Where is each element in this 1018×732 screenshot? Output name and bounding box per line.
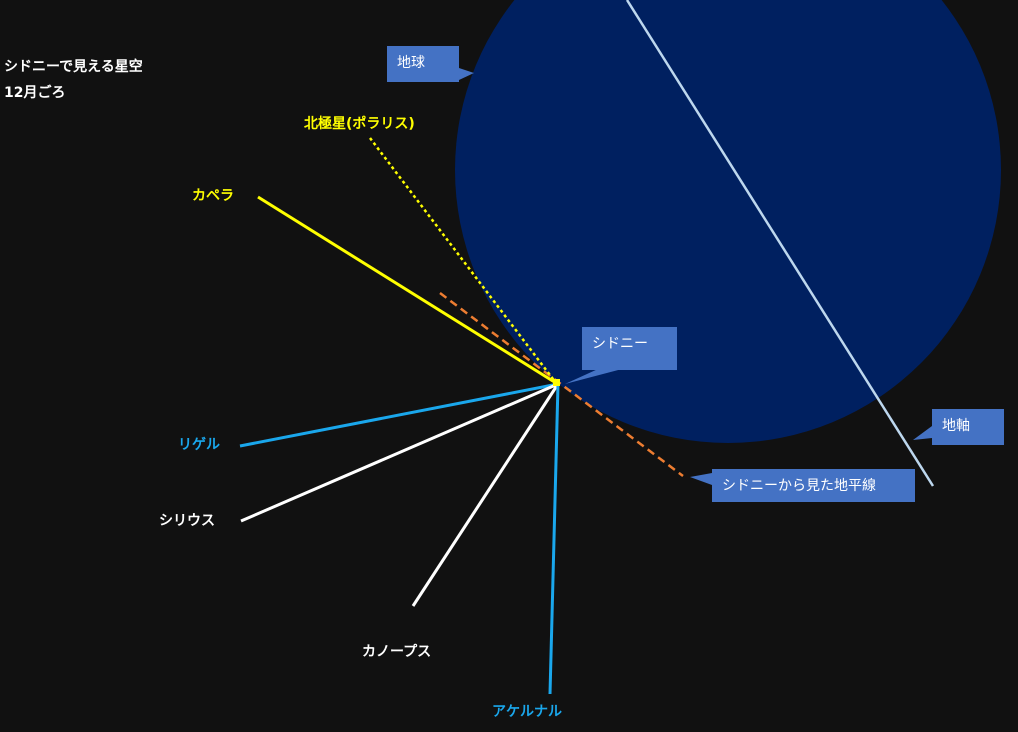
title-line-2: 12月ごろ	[4, 85, 66, 101]
earth-axis-line	[625, 0, 935, 487]
polaris-label: 北極星(ポラリス)	[304, 116, 415, 132]
sydney-callout: シドニー	[582, 327, 677, 370]
canopus-label: カノープス	[362, 644, 432, 660]
earth-callout: 地球	[387, 46, 459, 82]
canopus-line	[411, 383, 560, 607]
axis-callout-pointer	[913, 426, 932, 440]
earth-circle	[455, 0, 1001, 443]
capella-label: カペラ	[192, 188, 234, 204]
rigel-line	[239, 382, 559, 448]
diagram-title: シドニーで見える星空 12月ごろ	[4, 54, 143, 106]
capella-line	[257, 195, 557, 385]
horizon-callout-pointer	[690, 473, 712, 485]
sydney-callout-pointer	[565, 369, 622, 384]
rigel-label: リゲル	[178, 437, 220, 453]
sirius-label: シリウス	[159, 513, 215, 529]
title-line-1: シドニーで見える星空	[4, 59, 143, 75]
sirius-line	[240, 382, 559, 523]
axis-callout: 地軸	[932, 409, 1004, 445]
achernar-label: アケルナル	[492, 704, 562, 720]
sydney-point	[553, 379, 560, 386]
horizon-line	[439, 292, 684, 477]
horizon-callout: シドニーから見た地平線	[712, 469, 915, 502]
achernar-line	[548, 383, 560, 695]
earth-callout-pointer	[459, 68, 474, 80]
